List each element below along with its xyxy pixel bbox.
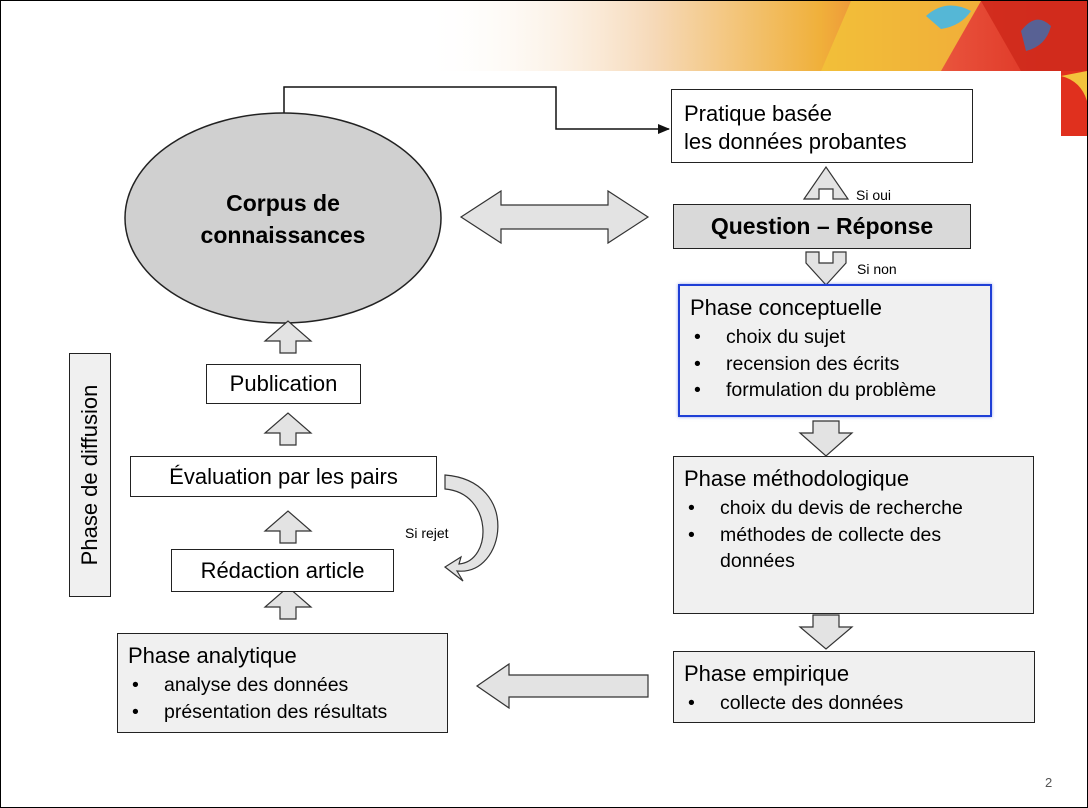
evidence-practice-line-2: les données probantes xyxy=(684,129,907,154)
label-si-rejet: Si rejet xyxy=(405,525,449,541)
label-si-non: Si non xyxy=(857,261,897,277)
list-item: formulation du problème xyxy=(690,377,984,404)
list-item: recension des écrits xyxy=(690,351,984,378)
list-item: méthodes de collecte des xyxy=(684,522,1027,549)
list-item-continuation: données xyxy=(720,550,795,572)
conceptual-phase-box: Phase conceptuelle choix du sujet recens… xyxy=(678,284,992,417)
knowledge-ellipse xyxy=(124,112,442,324)
connector-knowledge-to-practice xyxy=(283,86,670,134)
empirical-phase-box: Phase empirique collecte des données xyxy=(673,651,1035,723)
list-item: choix du devis de recherche xyxy=(684,495,1027,522)
label-si-oui: Si oui xyxy=(856,187,892,203)
peer-review-box: Évaluation par les pairs xyxy=(130,456,437,497)
methodological-phase-list: choix du devis de recherche méthodes de … xyxy=(684,495,1027,575)
knowledge-body-label: Corpus de connaissances xyxy=(183,187,383,251)
empirical-phase-list: collecte des données xyxy=(684,690,1028,717)
knowledge-line-2: connaissances xyxy=(200,222,366,248)
double-arrow xyxy=(459,189,650,245)
list-item: choix du sujet xyxy=(690,324,984,351)
down-arrow-method xyxy=(798,420,854,457)
up-arrow-publication-to-knowledge xyxy=(263,320,313,354)
down-arrow-no xyxy=(805,251,847,286)
evidence-practice-box: Pratique basée les données probantes xyxy=(671,89,973,163)
page-number: 2 xyxy=(1045,775,1053,790)
conceptual-phase-title: Phase conceptuelle xyxy=(690,295,883,320)
reject-curved-arrow xyxy=(443,474,499,582)
list-item: présentation des résultats xyxy=(128,699,441,726)
analytical-phase-title: Phase analytique xyxy=(128,643,297,668)
conceptual-phase-list: choix du sujet recension des écrits form… xyxy=(690,324,984,404)
up-arrow-review-to-publication xyxy=(263,412,313,446)
up-arrow-yes xyxy=(802,165,850,200)
empirical-phase-title: Phase empirique xyxy=(684,661,850,686)
diffusion-phase-label-box: Phase de diffusion xyxy=(69,353,111,597)
evidence-practice-line-1: Pratique basée xyxy=(684,101,832,126)
analytical-phase-list: analyse des données présentation des rés… xyxy=(128,672,441,725)
publication-box: Publication xyxy=(206,364,361,404)
list-item: collecte des données xyxy=(684,690,1028,717)
down-arrow-empirical xyxy=(798,614,854,650)
methodological-phase-box: Phase méthodologique choix du devis de r… xyxy=(673,456,1034,614)
list-item: analyse des données xyxy=(128,672,441,699)
diffusion-phase-label: Phase de diffusion xyxy=(77,384,102,566)
left-arrow-analytic xyxy=(475,662,649,710)
writing-article-box: Rédaction article xyxy=(171,549,394,592)
up-arrow-writing-to-review xyxy=(263,510,313,544)
analytical-phase-box: Phase analytique analyse des données pré… xyxy=(117,633,448,733)
methodological-phase-title: Phase méthodologique xyxy=(684,466,910,491)
question-response-box: Question – Réponse xyxy=(673,204,971,249)
knowledge-line-1: Corpus de xyxy=(226,190,340,216)
